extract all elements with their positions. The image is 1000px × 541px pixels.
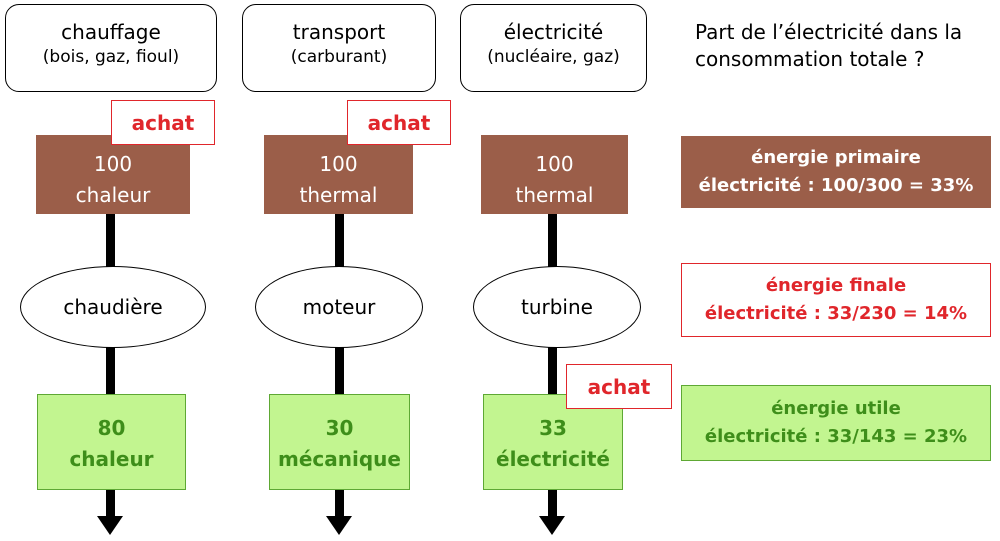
flow-line [548,490,557,516]
result-final: énergie finale électricité : 33/230 = 14… [681,263,991,337]
useful-energy-box: 33 électricité [483,394,623,490]
flow-line [335,214,344,284]
primary-value: 100 [319,152,358,176]
arrow-down-icon [539,516,565,535]
flow-line [548,214,557,284]
useful-label: mécanique [278,447,401,471]
source-title: électricité [503,20,604,44]
question-text: Part de l’électricité dans la consommati… [695,19,995,73]
result-value: électricité : 33/230 = 14% [704,303,968,324]
useful-label: électricité [496,447,610,471]
primary-label: chaleur [75,183,151,207]
result-value: électricité : 100/300 = 33% [698,175,974,196]
source-subtitle: (nucléaire, gaz) [487,47,620,67]
useful-value: 30 [325,416,354,440]
converter-ellipse: turbine [473,266,641,348]
result-value: électricité : 33/143 = 23% [704,426,968,447]
primary-label: thermal [515,183,594,207]
source-box-transport: transport (carburant) [242,4,436,92]
flow-line [548,346,557,394]
primary-energy-box: 100 chaleur [36,135,190,214]
primary-value: 100 [93,152,133,176]
flow-line [335,490,344,516]
source-subtitle: (carburant) [290,47,388,67]
source-title: transport [292,20,386,44]
primary-energy-box: 100 thermal [264,135,413,214]
useful-energy-box: 80 chaleur [37,394,186,490]
question-line-1: Part de l’électricité dans la [695,20,963,44]
arrow-down-icon [326,516,352,535]
result-title: énergie utile [771,398,901,419]
purchase-tag: achat [347,100,451,145]
source-title: chauffage [61,20,161,44]
result-useful: énergie utile électricité : 33/143 = 23% [681,385,991,461]
primary-energy-box: 100 thermal [481,135,628,214]
result-primary: énergie primaire électricité : 100/300 =… [681,136,991,208]
useful-value: 80 [97,416,126,440]
useful-energy-box: 30 mécanique [269,394,410,490]
source-subtitle: (bois, gaz, fioul) [42,47,180,67]
source-box-heating: chauffage (bois, gaz, fioul) [5,4,217,92]
arrow-down-icon [97,516,123,535]
question-line-2: consommation totale ? [695,47,925,71]
flow-line [106,346,115,394]
purchase-tag: achat [566,364,672,409]
flow-line [335,346,344,394]
flow-line [106,490,115,516]
useful-value: 33 [539,416,567,440]
result-title: énergie finale [765,275,907,296]
primary-label: thermal [299,183,378,207]
primary-value: 100 [535,152,574,176]
useful-label: chaleur [69,447,154,471]
source-box-electricity: électricité (nucléaire, gaz) [460,4,647,92]
result-title: énergie primaire [751,147,921,168]
converter-ellipse: moteur [255,266,423,348]
flow-line [106,214,115,284]
purchase-tag: achat [111,100,215,145]
converter-ellipse: chaudière [20,266,206,348]
